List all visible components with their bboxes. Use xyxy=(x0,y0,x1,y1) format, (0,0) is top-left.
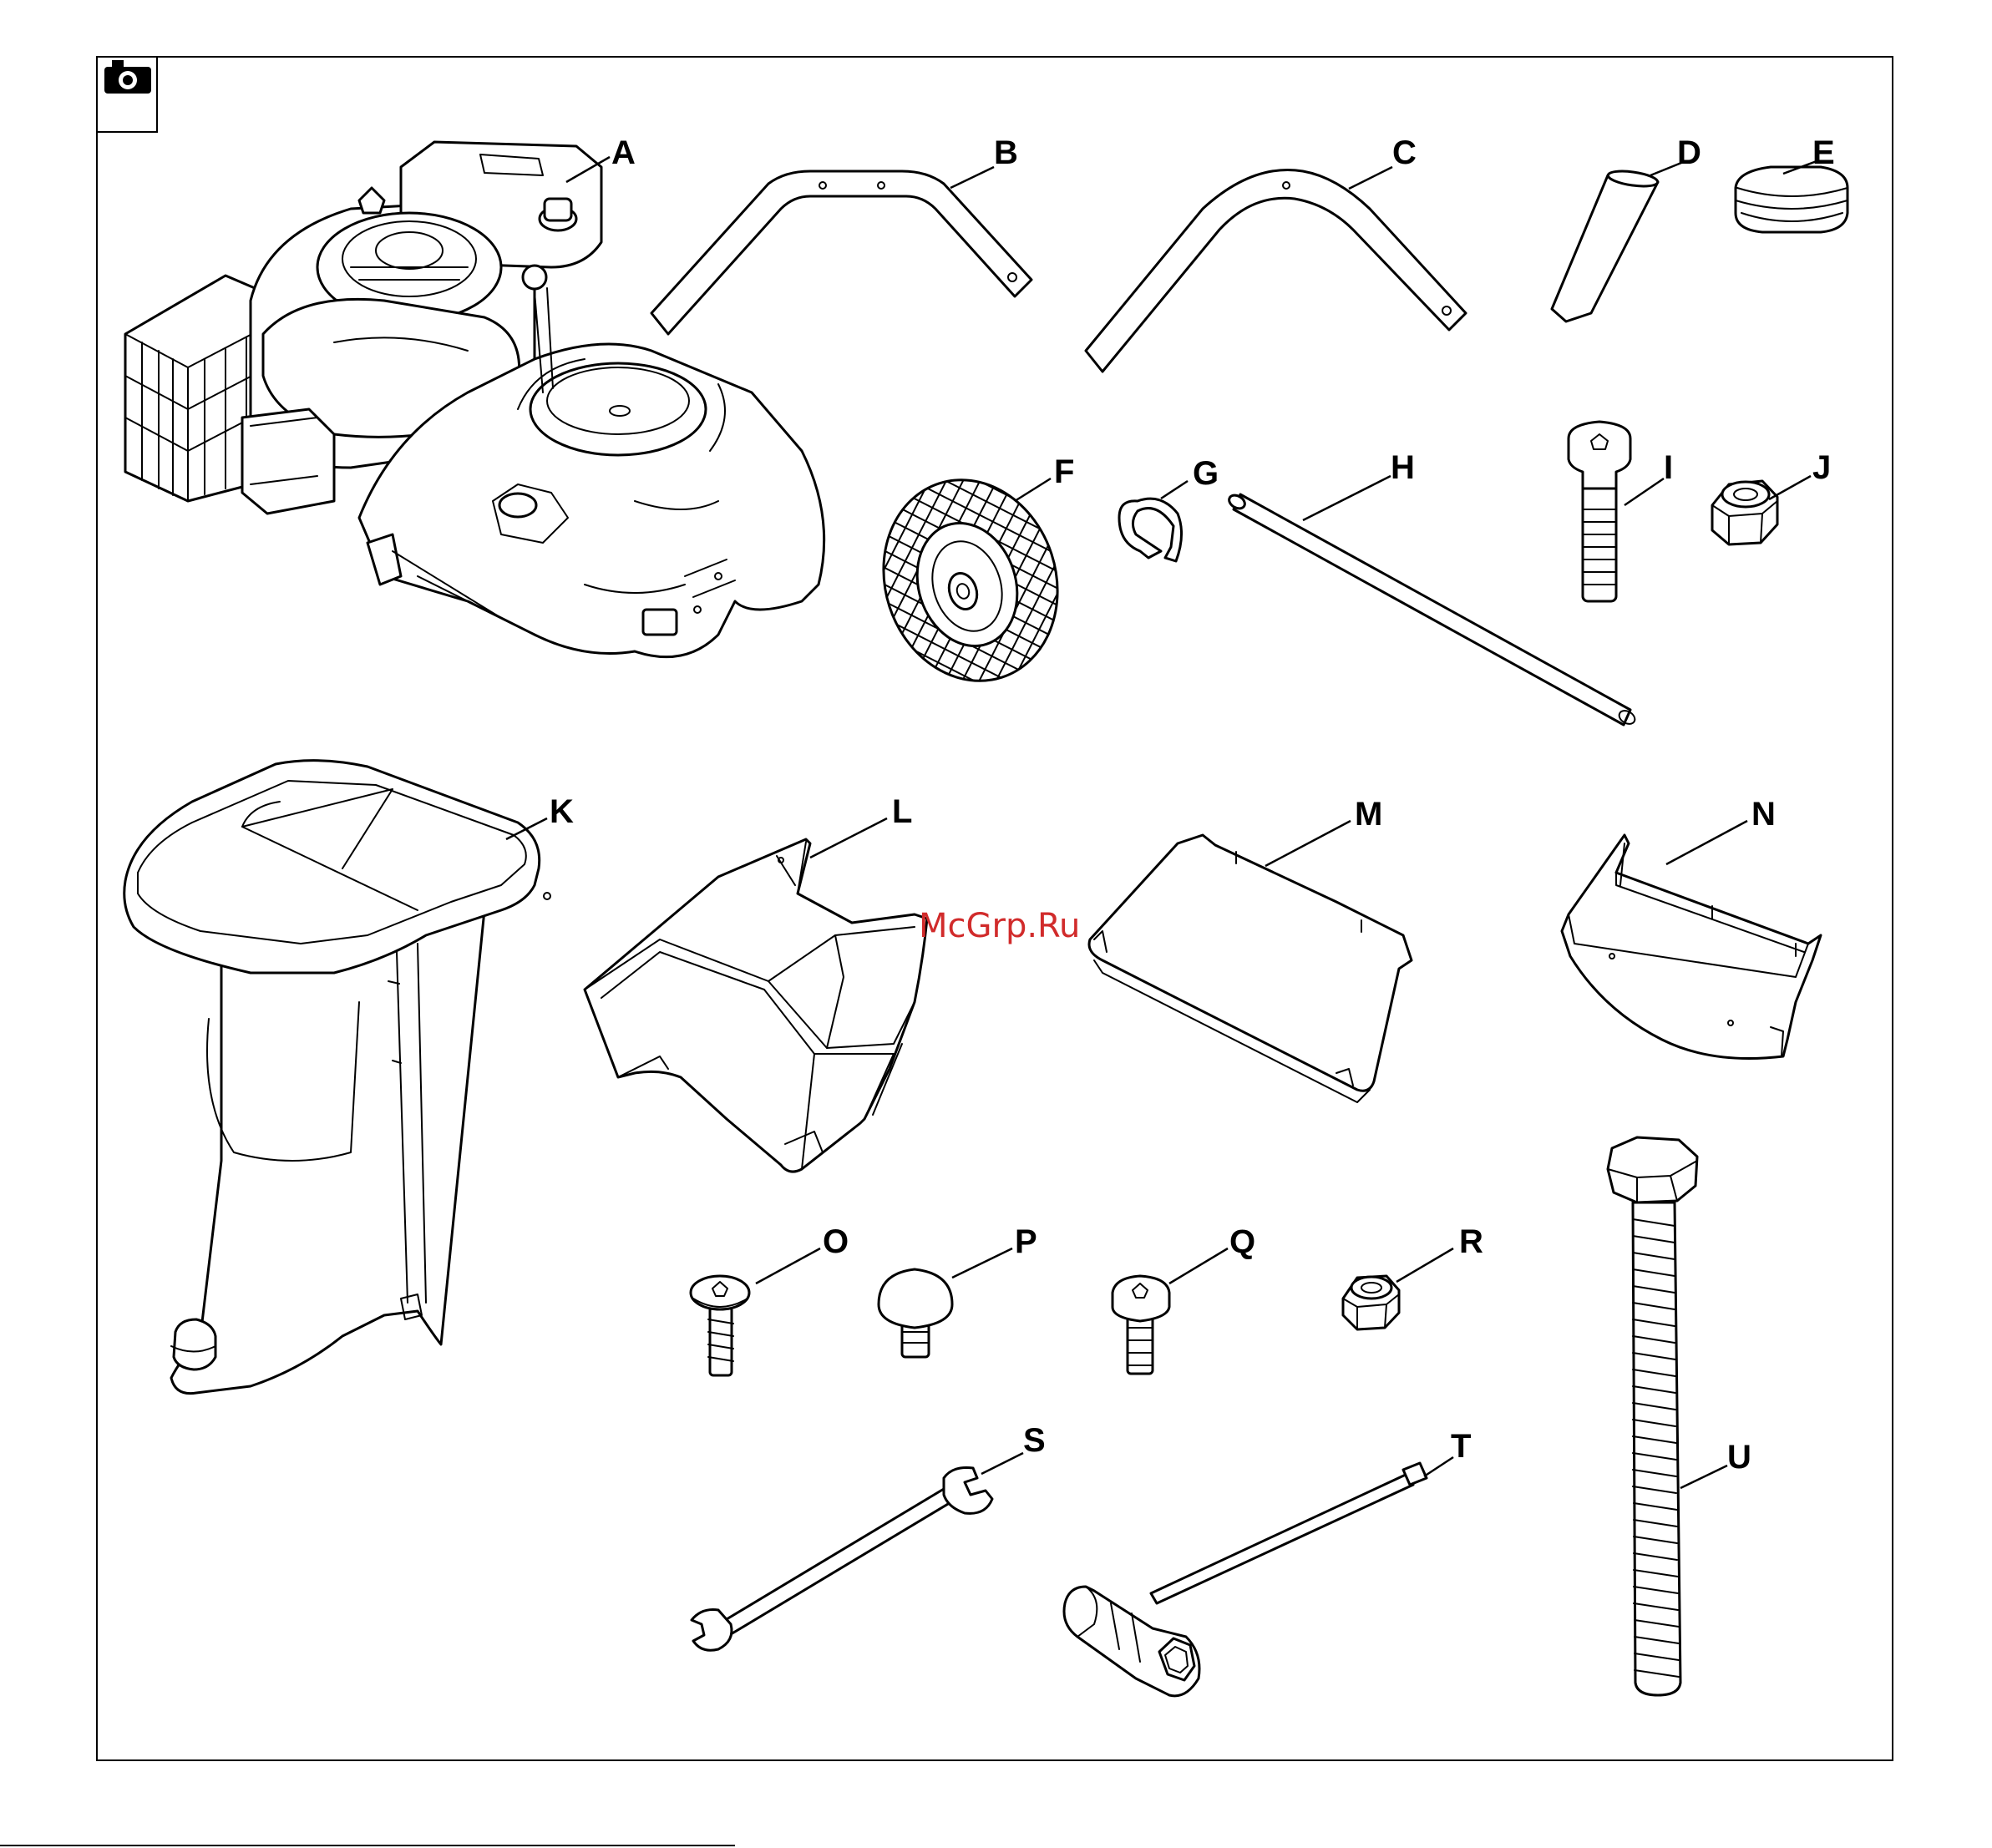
flat-plate-drawing xyxy=(1089,835,1412,1102)
wheel-drawing xyxy=(858,457,1082,703)
label-A: A xyxy=(611,134,636,171)
label-F: F xyxy=(1054,453,1074,490)
watermark: McGrp.Ru xyxy=(919,907,1080,945)
label-L: L xyxy=(892,793,912,830)
handle-upper-drawing xyxy=(1086,170,1466,372)
label-R: R xyxy=(1459,1223,1483,1260)
leg-tube-drawing xyxy=(1552,169,1659,322)
label-B: B xyxy=(994,134,1018,171)
box-spanner-drawing xyxy=(1064,1463,1427,1696)
deflector-drawing xyxy=(1562,835,1821,1059)
circlip-drawing xyxy=(1119,499,1182,561)
label-C: C xyxy=(1392,134,1417,171)
self-tapping-screw-drawing xyxy=(691,1276,749,1375)
label-Q: Q xyxy=(1229,1223,1255,1260)
label-G: G xyxy=(1193,455,1219,492)
handle-lower-drawing xyxy=(651,171,1031,334)
engine-chassis-drawing xyxy=(125,142,824,657)
carriage-bolt-drawing xyxy=(879,1269,952,1357)
label-O: O xyxy=(823,1223,849,1260)
label-S: S xyxy=(1023,1422,1046,1459)
long-bolt-drawing xyxy=(1608,1137,1697,1695)
chute-drawing xyxy=(585,839,927,1172)
label-P: P xyxy=(1015,1223,1037,1260)
label-T: T xyxy=(1451,1428,1471,1465)
label-I: I xyxy=(1664,449,1673,486)
spanner-drawing xyxy=(692,1468,992,1651)
label-J: J xyxy=(1812,449,1831,486)
long-screw-drawing xyxy=(1569,422,1630,601)
axle-drawing xyxy=(1227,493,1637,727)
label-M: M xyxy=(1355,796,1382,833)
label-U: U xyxy=(1727,1439,1751,1476)
label-E: E xyxy=(1812,134,1835,171)
hopper-drawing xyxy=(124,761,550,1394)
label-N: N xyxy=(1751,796,1776,833)
end-cap-drawing xyxy=(1736,167,1848,232)
lock-nut-small-drawing xyxy=(1343,1276,1399,1329)
label-K: K xyxy=(550,793,574,830)
short-screw-drawing xyxy=(1113,1276,1169,1374)
label-D: D xyxy=(1677,134,1701,171)
lock-nut-large-drawing xyxy=(1712,481,1777,544)
label-H: H xyxy=(1391,449,1415,486)
camera-icon xyxy=(104,60,151,94)
